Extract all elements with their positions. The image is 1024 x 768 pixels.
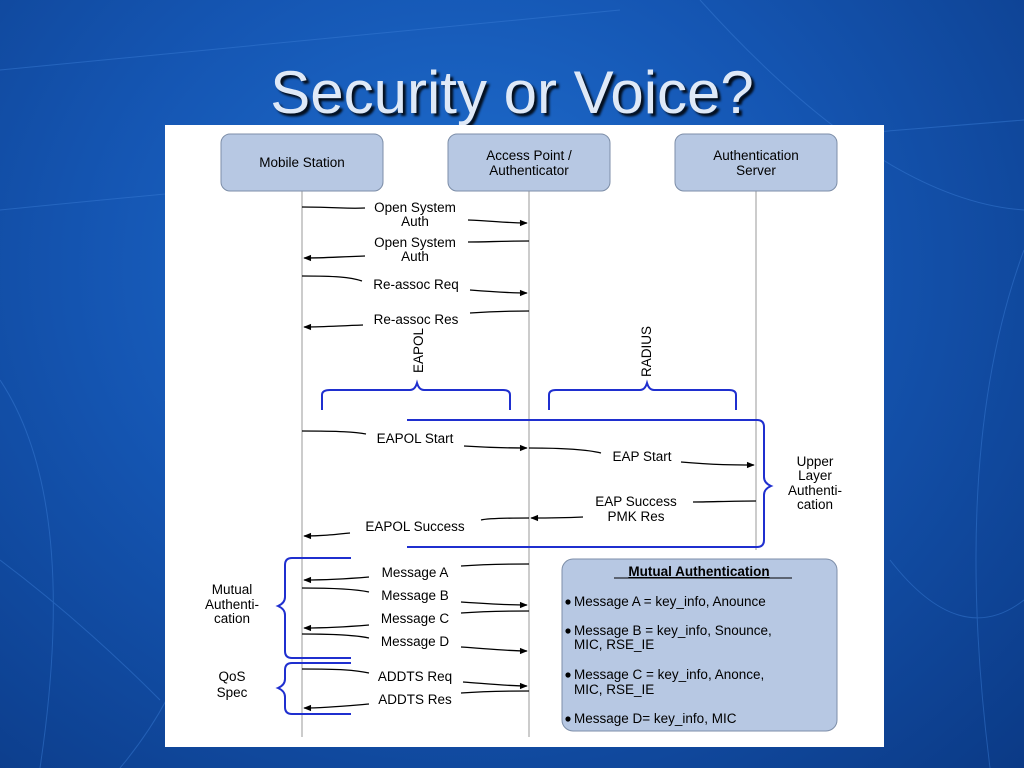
entity-label: Access Point / <box>486 148 572 163</box>
arrow-eap-start <box>528 447 754 465</box>
note-item-b: MIC, RSE_IE <box>574 637 654 652</box>
msg-label-eap-success: PMK Res <box>607 509 664 524</box>
group-label-upper-layer: Layer <box>798 468 832 483</box>
entity-label: Authenticator <box>489 163 569 178</box>
slide-title: Security or Voice? <box>270 59 754 126</box>
bullet-icon <box>565 716 571 722</box>
msg-label-eapol-success: EAPOL Success <box>365 519 465 534</box>
arrow-msg-b <box>301 587 527 605</box>
bullet-icon <box>565 628 571 634</box>
group-label-qos: Spec <box>217 685 248 700</box>
arrow-eapol-success <box>304 517 530 536</box>
msg-label-eapol-start: EAPOL Start <box>377 431 454 446</box>
entity-mobile-station: Mobile Station <box>220 133 384 192</box>
mutual-auth-note: Mutual Authentication Message A = key_in… <box>561 558 838 732</box>
entity-label: Server <box>736 163 776 178</box>
note-item-d: Message D= key_info, MIC <box>574 711 737 726</box>
arrow-addts-res <box>304 690 530 708</box>
note-title: Mutual Authentication <box>628 564 769 579</box>
arrow-msg-d <box>301 633 527 651</box>
protocol-label-eapol: EAPOL <box>411 327 426 373</box>
msg-label-open-auth-resp: Open System <box>374 235 456 250</box>
brace-radius <box>548 379 737 410</box>
arrow-addts-req <box>301 668 527 686</box>
sequence-diagram: Mobile Station Access Point / Authentica… <box>205 133 842 737</box>
group-label-mutual: Authenti- <box>205 597 259 612</box>
entity-label: Authentication <box>713 148 799 163</box>
group-label-qos: QoS <box>218 669 245 684</box>
msg-label-open-auth-resp: Auth <box>401 249 429 264</box>
note-item-b: Message B = key_info, Snounce, <box>574 623 772 638</box>
msg-label-eap-success: EAP Success <box>595 494 677 509</box>
arrow-eap-success <box>531 500 757 518</box>
entity-label: Mobile Station <box>259 155 345 170</box>
brace-eapol <box>321 379 511 410</box>
entity-auth-server: Authentication Server <box>674 133 838 192</box>
arrow-open-auth-resp <box>304 240 530 258</box>
diagram-panel: Mobile Station Access Point / Authentica… <box>165 125 884 747</box>
msg-label-addts-res: ADDTS Res <box>378 692 452 707</box>
msg-label-reassoc-req: Re-assoc Req <box>373 277 459 292</box>
bracket-mutual-auth <box>275 557 351 659</box>
group-label-mutual: cation <box>214 611 250 626</box>
protocol-label-radius: RADIUS <box>639 326 654 377</box>
msg-label-message-c: Message C <box>381 611 450 626</box>
entity-access-point: Access Point / Authenticator <box>447 133 611 192</box>
arrow-reassoc-req <box>301 275 527 293</box>
arrow-msg-c <box>304 610 530 628</box>
bullet-icon <box>565 599 571 605</box>
group-label-upper-layer: cation <box>797 497 833 512</box>
bullet-icon <box>565 672 571 678</box>
arrow-open-auth-req <box>301 206 527 223</box>
msg-label-reassoc-res: Re-assoc Res <box>374 312 459 327</box>
group-label-upper-layer: Authenti- <box>788 483 842 498</box>
bracket-upper-layer <box>407 419 774 548</box>
msg-label-eap-start: EAP Start <box>612 449 671 464</box>
msg-label-open-auth-req: Auth <box>401 214 429 229</box>
group-label-mutual: Mutual <box>212 582 253 597</box>
arrow-msg-a <box>304 563 530 580</box>
arrow-eapol-start <box>301 430 527 448</box>
msg-label-open-auth-req: Open System <box>374 200 456 215</box>
msg-label-message-a: Message A <box>382 565 449 580</box>
bracket-qos <box>275 662 351 715</box>
msg-label-message-b: Message B <box>381 588 449 603</box>
group-label-upper-layer: Upper <box>797 454 834 469</box>
msg-label-addts-req: ADDTS Req <box>378 669 452 684</box>
note-item-c: MIC, RSE_IE <box>574 682 654 697</box>
note-item-a: Message A = key_info, Anounce <box>574 594 766 609</box>
msg-label-message-d: Message D <box>381 634 450 649</box>
arrow-reassoc-res <box>304 310 530 327</box>
note-item-c: Message C = key_info, Anonce, <box>574 667 764 682</box>
